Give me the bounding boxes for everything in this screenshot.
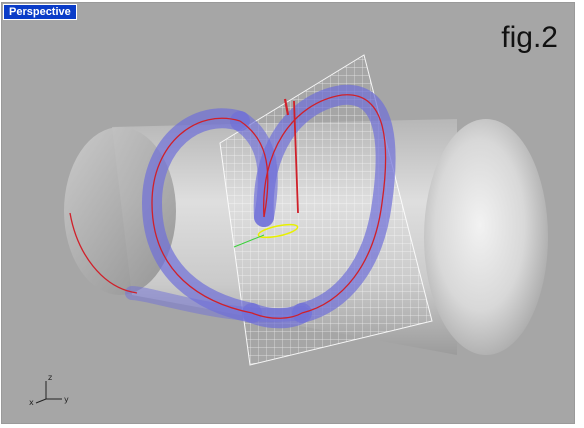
viewport-title-tab[interactable]: Perspective — [3, 4, 77, 20]
axis-x-label: x — [29, 398, 34, 407]
perspective-viewport[interactable]: Perspective fig.2 — [1, 2, 575, 424]
cylinder-right-cap — [424, 119, 548, 355]
axis-indicator — [35, 381, 62, 404]
figure-label: fig.2 — [501, 21, 558, 54]
profile-ellipse[interactable] — [233, 222, 299, 248]
3d-scene[interactable]: z y x — [2, 3, 574, 423]
axis-y-label: y — [64, 395, 69, 404]
axis-z-label: z — [48, 373, 52, 382]
helix-curve[interactable] — [69, 94, 387, 319]
